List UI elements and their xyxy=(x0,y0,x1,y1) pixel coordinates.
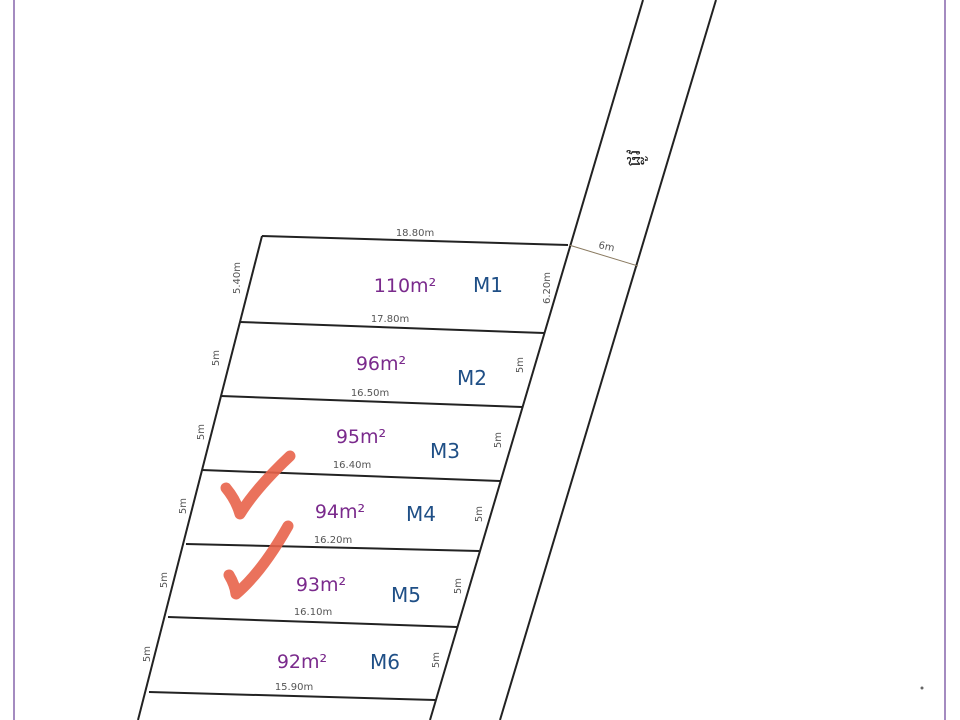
lot-area: 92m² xyxy=(277,651,327,673)
lot-boundary xyxy=(185,543,480,552)
lot-id: M3 xyxy=(430,439,460,463)
lot-m2[interactable]: 96m² M2 16.50m 5m 5m xyxy=(211,321,545,399)
lot-boundary xyxy=(201,469,501,482)
lot-area: 96m² xyxy=(356,353,406,375)
lot-left-label: 5m xyxy=(211,350,222,366)
lot-width-label: 16.10m xyxy=(294,607,332,618)
lot-width-label: 16.50m xyxy=(351,388,389,399)
lot-id: M5 xyxy=(391,583,421,607)
lot-m5[interactable]: 93m² M5 16.10m 5m 5m xyxy=(159,543,480,618)
road-right-edge xyxy=(499,0,717,720)
lot-right-label: 5m xyxy=(474,506,485,522)
lot-left-label: 5m xyxy=(159,572,170,588)
road-left-edge xyxy=(429,0,644,720)
lot-area: 94m² xyxy=(315,501,365,523)
lot-left-label: 5.40m xyxy=(232,262,243,294)
lot-id: M1 xyxy=(473,273,503,297)
road-label: ផ្លូវ xyxy=(624,149,648,166)
lot-left-label: 5m xyxy=(196,424,207,440)
lot-width-label: 16.40m xyxy=(333,460,371,471)
check-mark-icon xyxy=(220,450,296,520)
lot-area: 95m² xyxy=(336,426,386,448)
lot-area: 93m² xyxy=(296,574,346,596)
lot-right-label: 5m xyxy=(515,357,526,373)
lot-id: M6 xyxy=(370,650,400,674)
lot-boundary xyxy=(261,235,569,246)
lot-width-label: 16.20m xyxy=(314,535,352,546)
lots-left-boundary xyxy=(137,235,263,720)
check-mark-icon xyxy=(223,520,294,600)
lot-right-label: 6.20m xyxy=(542,272,553,304)
road: 6m ផ្លូវ xyxy=(429,0,717,720)
lot-boundary-bottom xyxy=(148,691,436,701)
check-marks xyxy=(220,450,296,600)
lot-area: 110m² xyxy=(374,275,436,297)
lot-right-label: 5m xyxy=(453,578,464,594)
lot-boundary xyxy=(220,395,523,408)
top-edge-label: 18.80m xyxy=(396,228,434,239)
lot-width-label: 17.80m xyxy=(371,314,409,325)
lot-m6[interactable]: 92m² M6 15.90m 5m 5m xyxy=(142,616,458,693)
lot-m4[interactable]: 94m² M4 16.20m 5m 5m xyxy=(178,469,501,546)
speck xyxy=(920,686,924,690)
road-width-label: 6m xyxy=(597,240,615,254)
lot-id: M2 xyxy=(457,366,487,390)
lot-m3[interactable]: 95m² M3 16.40m 5m 5m xyxy=(196,395,523,471)
lot-m1[interactable]: 110m² M1 17.80m 5.40m 6.20m xyxy=(232,235,569,325)
lot-right-label: 5m xyxy=(493,432,504,448)
lot-width-label: 15.90m xyxy=(275,682,313,693)
lot-left-label: 5m xyxy=(142,646,153,662)
lot-left-label: 5m xyxy=(178,498,189,514)
lot-right-label: 5m xyxy=(431,652,442,668)
road-width-line xyxy=(568,244,639,267)
lot-boundary xyxy=(239,321,545,334)
lots: 18.80m 110m² M1 17.80m 5.40m 6.20m 96m² … xyxy=(137,228,569,720)
lot-id: M4 xyxy=(406,502,436,526)
lot-boundary xyxy=(167,616,458,628)
